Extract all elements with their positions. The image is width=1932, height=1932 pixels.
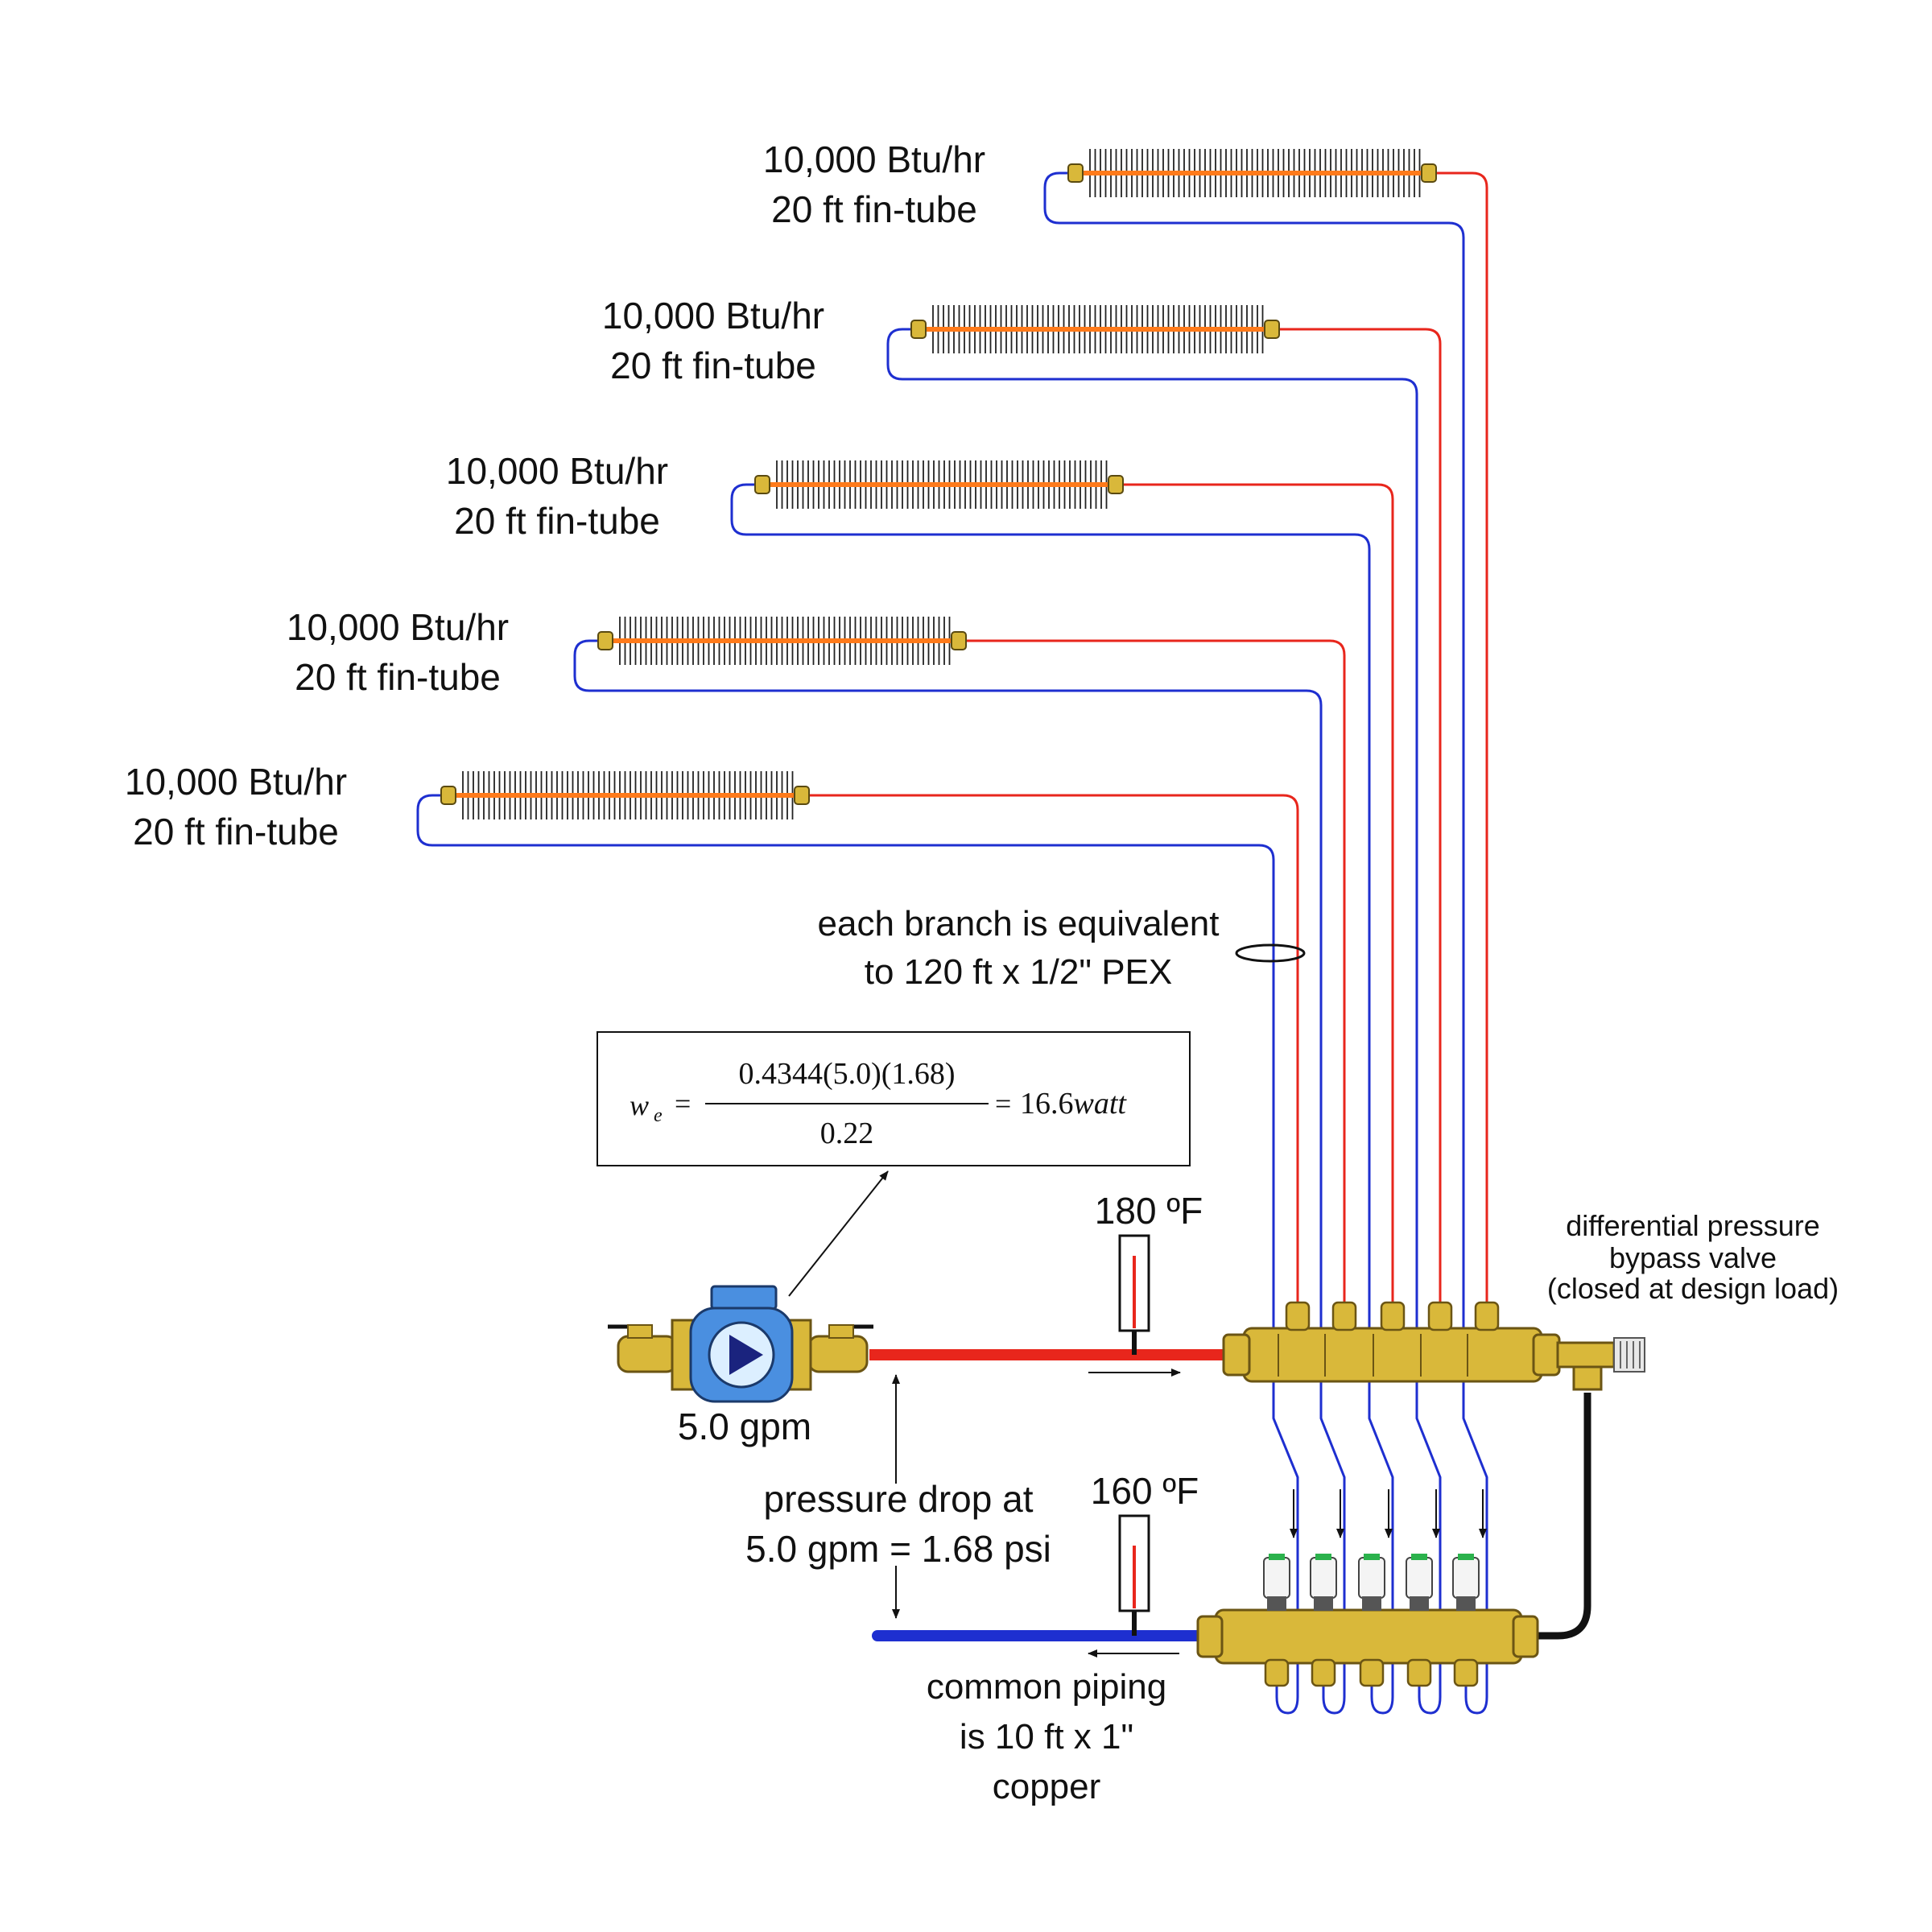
- formula-lhs: w: [630, 1089, 649, 1121]
- formula-result: 16.6watt: [1020, 1087, 1127, 1121]
- formula-equals-1: =: [675, 1088, 691, 1120]
- supply-branch-pipe: [809, 794, 1299, 1304]
- return-port: [1264, 1658, 1290, 1687]
- branch-labels: 10,000 Btu/hr 20 ft fin-tube 10,000 Btu/hr…: [125, 138, 985, 852]
- supply-branch-pipe: [966, 639, 1346, 1304]
- branch-length-label: 20 ft fin-tube: [454, 500, 660, 542]
- branch-length-label: 20 ft fin-tube: [295, 656, 501, 698]
- branch-bundle-loop: [1235, 943, 1306, 963]
- valve-actuator: [1263, 1554, 1290, 1611]
- branch-load-label: 10,000 Btu/hr: [763, 138, 985, 180]
- branch-piping: [416, 171, 1488, 1715]
- fin-tube: [1067, 149, 1437, 197]
- pump-direction-icon: [729, 1335, 763, 1375]
- return-port: [1453, 1658, 1479, 1687]
- branch-load-label: 10,000 Btu/hr: [287, 606, 509, 648]
- formula-denominator: 0.22: [820, 1117, 874, 1150]
- supply-thermometer: [1118, 1234, 1150, 1355]
- supply-port: [1474, 1301, 1500, 1331]
- supply-port: [1380, 1301, 1406, 1331]
- common-piping-line2: is 10 ft x 1": [960, 1717, 1133, 1757]
- branch-length-label: 20 ft fin-tube: [133, 811, 339, 852]
- valve-actuator: [1452, 1554, 1480, 1611]
- bypass-label-line2: bypass valve: [1609, 1241, 1777, 1274]
- branch-length-label: 20 ft fin-tube: [610, 345, 816, 386]
- fin-tube: [754, 460, 1124, 509]
- formula-equals-2: =: [995, 1088, 1011, 1120]
- return-branch-pipe: [730, 483, 1394, 1715]
- fin-tube: [910, 305, 1280, 353]
- return-thermometer: [1118, 1514, 1150, 1636]
- pressure-drop-line2: 5.0 gpm = 1.68 psi: [745, 1528, 1051, 1570]
- fin-tube: [597, 617, 967, 665]
- formula-lhs-sub: e: [654, 1105, 663, 1126]
- return-temp-label: 160 ºF: [1091, 1470, 1199, 1512]
- return-branch-pipe: [1043, 171, 1488, 1715]
- pump-assembly: [608, 1285, 873, 1403]
- return-manifold: [1196, 1554, 1539, 1687]
- bypass-line: [1534, 1393, 1591, 1640]
- supply-port: [1331, 1301, 1357, 1331]
- valve-actuator: [1406, 1554, 1433, 1611]
- branch-load-label: 10,000 Btu/hr: [602, 295, 824, 336]
- bypass-label-line1: differential pressure: [1566, 1209, 1820, 1242]
- bypass-label-line3: (closed at design load): [1547, 1272, 1839, 1305]
- branch-note-line1: each branch is equivalent: [818, 904, 1220, 943]
- valve-actuator: [1310, 1554, 1337, 1611]
- supply-branch-pipe: [1436, 171, 1488, 1304]
- isolation-valve-left: [617, 1335, 678, 1373]
- formula-box: [597, 1031, 1191, 1166]
- fin-tube: [440, 771, 810, 819]
- common-piping-line1: common piping: [927, 1667, 1166, 1707]
- valve-actuator: [1358, 1554, 1385, 1611]
- branch-note-line2: to 120 ft x 1/2" PEX: [865, 952, 1173, 992]
- branch-load-label: 10,000 Btu/hr: [446, 450, 668, 492]
- common-piping-line3: copper: [993, 1767, 1101, 1806]
- return-port: [1359, 1658, 1385, 1687]
- supply-manifold: [1222, 1301, 1561, 1383]
- pressure-drop-line1: pressure drop at: [764, 1478, 1034, 1520]
- supply-port: [1427, 1301, 1453, 1331]
- pump-flow-label: 5.0 gpm: [678, 1406, 811, 1447]
- supply-temp-label: 180 ºF: [1095, 1190, 1203, 1232]
- return-branch-pipe: [573, 639, 1346, 1715]
- supply-port: [1285, 1301, 1311, 1331]
- branch-length-label: 20 ft fin-tube: [771, 188, 977, 230]
- supply-branch-pipe: [1279, 328, 1442, 1304]
- return-branch-pipe: [416, 794, 1299, 1715]
- fin-tube-group: [440, 149, 1437, 819]
- formula-leader: [788, 1170, 889, 1297]
- supply-branch-pipe: [1123, 483, 1394, 1304]
- return-port: [1406, 1658, 1432, 1687]
- bypass-valve: [1556, 1337, 1645, 1391]
- return-port: [1311, 1658, 1336, 1687]
- return-branch-pipe: [886, 328, 1442, 1715]
- formula-numerator: 0.4344(5.0)(1.68): [738, 1057, 955, 1091]
- branch-load-label: 10,000 Btu/hr: [125, 761, 347, 803]
- isolation-valve-right: [807, 1335, 869, 1373]
